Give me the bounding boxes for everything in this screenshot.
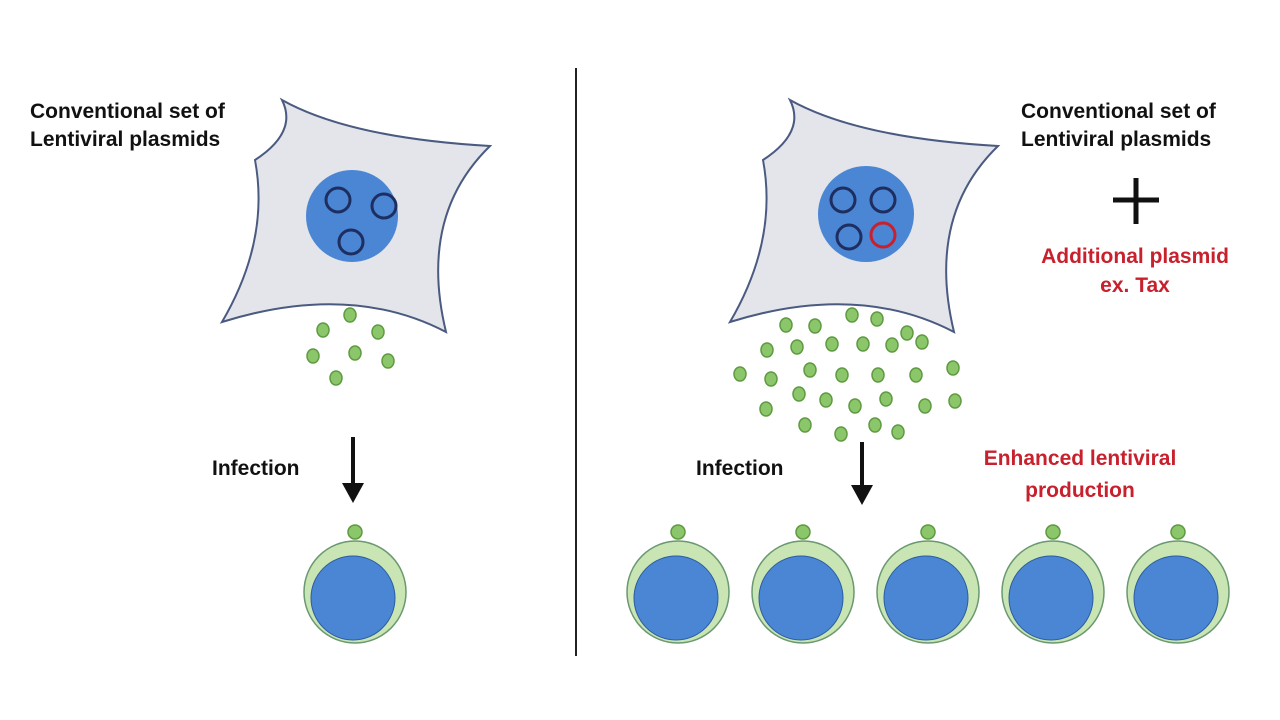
target-cell-nucleus: [883, 555, 969, 641]
left-infection-arrow: [342, 437, 364, 503]
virion: [848, 398, 862, 414]
left-nucleus: [306, 170, 398, 262]
target-cell: [751, 524, 855, 644]
virion: [946, 360, 960, 376]
right-target-cells: [626, 524, 1230, 644]
plus-sign: [1113, 178, 1159, 224]
virion: [845, 307, 859, 323]
left-target-cell: [303, 524, 407, 644]
left-producer-cell: [219, 97, 493, 334]
target-cell-nucleus: [633, 555, 719, 641]
additional-plasmid-label-line2: ex. Tax: [1100, 274, 1170, 297]
virion: [856, 336, 870, 352]
virion: [798, 417, 812, 433]
virion: [900, 325, 914, 341]
left-plasmid-3: [337, 228, 365, 256]
virion: [764, 371, 778, 387]
virion: [915, 334, 929, 350]
right-plasmid-3: [835, 223, 863, 251]
virion: [879, 391, 893, 407]
target-cell: [876, 524, 980, 644]
virion: [835, 367, 849, 383]
virion: [316, 322, 330, 338]
virion: [348, 345, 362, 361]
attached-virion: [1045, 524, 1061, 540]
virion: [790, 339, 804, 355]
target-cell: [1001, 524, 1105, 644]
virion: [371, 324, 385, 340]
virion: [885, 337, 899, 353]
left-plasmid-label-line1: Conventional set of: [30, 100, 225, 123]
target-cell-nucleus: [310, 555, 396, 641]
right-infection-arrow: [851, 442, 873, 505]
virion: [779, 317, 793, 333]
virion: [733, 366, 747, 382]
attached-virion: [670, 524, 686, 540]
target-cell: [1126, 524, 1230, 644]
right-plasmid-2: [869, 186, 897, 214]
virion: [868, 417, 882, 433]
virion: [803, 362, 817, 378]
attached-virion: [795, 524, 811, 540]
right-virion-cluster: [733, 307, 962, 442]
virion: [871, 367, 885, 383]
right-plasmid-1: [829, 186, 857, 214]
virion: [870, 311, 884, 327]
virion: [948, 393, 962, 409]
virion: [792, 386, 806, 402]
virion: [343, 307, 357, 323]
target-cell-nucleus: [758, 555, 844, 641]
left-plasmid-2: [370, 192, 398, 220]
virion: [819, 392, 833, 408]
virion: [760, 342, 774, 358]
additional-plasmid-label-line1: Additional plasmid: [1041, 245, 1229, 268]
target-cell-nucleus: [1133, 555, 1219, 641]
left-plasmid-label-line2: Lentiviral plasmids: [30, 128, 221, 151]
enhanced-production-label-line2: production: [1025, 479, 1135, 502]
right-plasmid-label-line2: Lentiviral plasmids: [1021, 128, 1212, 151]
virion: [891, 424, 905, 440]
enhanced-production-label-line1: Enhanced lentiviral: [983, 447, 1177, 470]
target-cell-nucleus: [1008, 555, 1094, 641]
additional-plasmid: [869, 221, 897, 249]
virion: [808, 318, 822, 334]
left-virion-cluster: [306, 307, 395, 386]
right-plasmid-label-line1: Conventional set of: [1021, 100, 1216, 123]
virion: [918, 398, 932, 414]
virion: [306, 348, 320, 364]
left-infection-label: Infection: [212, 457, 300, 480]
left-plasmid-1: [324, 186, 352, 214]
attached-virion: [1170, 524, 1186, 540]
virion: [381, 353, 395, 369]
target-cell: [626, 524, 730, 644]
virion: [825, 336, 839, 352]
virion: [909, 367, 923, 383]
virion: [834, 426, 848, 442]
right-producer-cell: [727, 97, 1001, 334]
virion: [759, 401, 773, 417]
right-infection-label: Infection: [696, 457, 784, 480]
attached-virion: [920, 524, 936, 540]
virion: [329, 370, 343, 386]
attached-virion: [347, 524, 363, 540]
right-nucleus: [818, 166, 914, 262]
